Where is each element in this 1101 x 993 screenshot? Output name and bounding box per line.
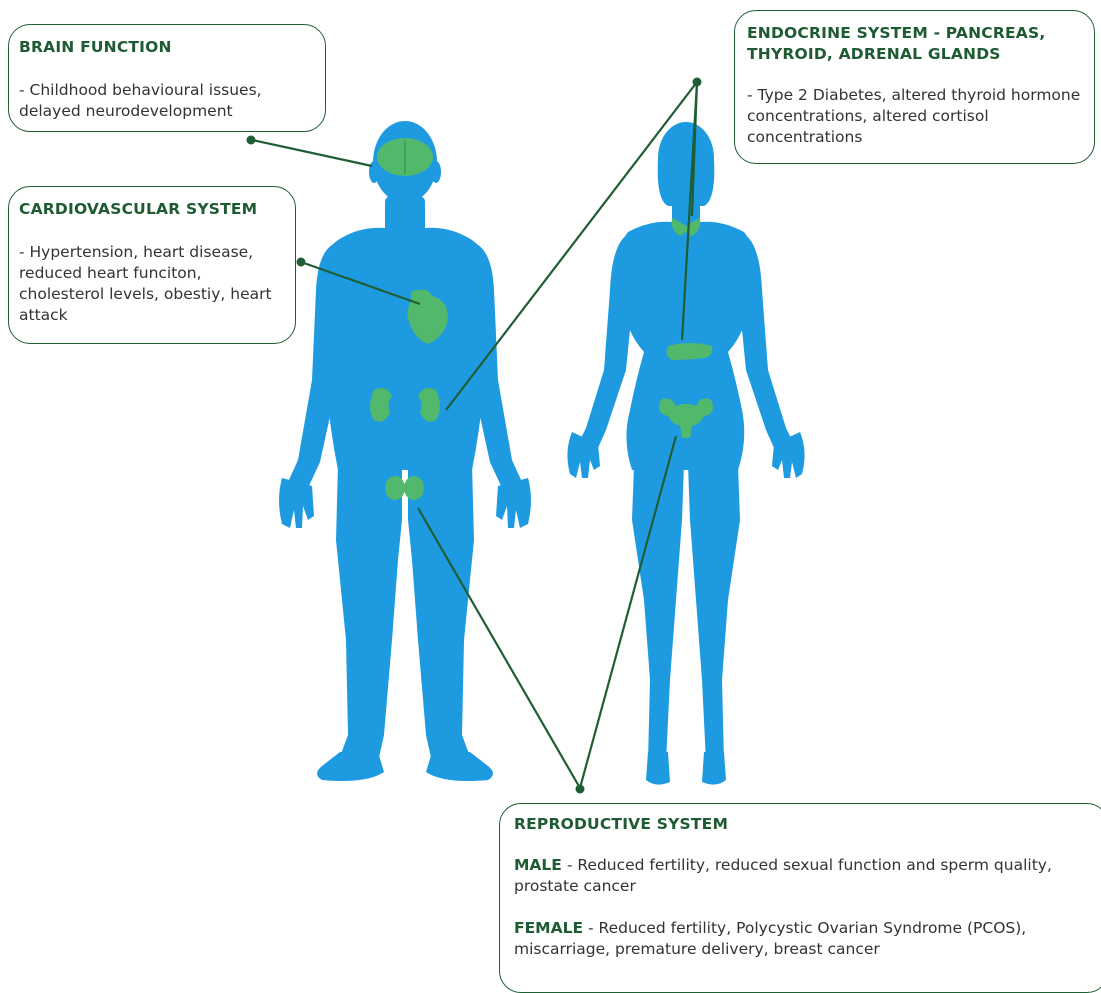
pancreas-icon	[667, 343, 713, 360]
endocrine-title: ENDOCRINE SYSTEM - PANCREAS, THYROID, AD…	[747, 23, 1084, 65]
brain-connector	[252, 140, 372, 166]
endocrine-callout: ENDOCRINE SYSTEM - PANCREAS, THYROID, AD…	[734, 10, 1095, 164]
male-body-silhouette	[279, 121, 531, 781]
cardiovascular-title: CARDIOVASCULAR SYSTEM	[19, 199, 285, 220]
reproductive-callout: REPRODUCTIVE SYSTEM MALE - Reduced ferti…	[499, 803, 1101, 993]
reproductive-female-text: FEMALE - Reduced fertility, Polycystic O…	[514, 918, 1094, 960]
female-detail: - Reduced fertility, Polycystic Ovarian …	[514, 919, 1026, 958]
brain-function-text: - Childhood behavioural issues, delayed …	[19, 80, 315, 122]
cardiovascular-text: - Hypertension, heart disease, reduced h…	[19, 242, 285, 326]
male-label: MALE	[514, 856, 562, 874]
brain-function-title: BRAIN FUNCTION	[19, 37, 315, 58]
prostate-icon	[385, 476, 405, 500]
male-detail: - Reduced fertility, reduced sexual func…	[514, 856, 1052, 895]
endocrine-text: - Type 2 Diabetes, altered thyroid hormo…	[747, 85, 1084, 148]
reproductive-male-text: MALE - Reduced fertility, reduced sexual…	[514, 855, 1094, 897]
prostate-icon	[404, 476, 424, 500]
female-label: FEMALE	[514, 919, 583, 937]
female-body-silhouette	[567, 122, 804, 785]
brain-function-callout: BRAIN FUNCTION - Childhood behavioural i…	[8, 24, 326, 132]
cardiovascular-callout: CARDIOVASCULAR SYSTEM - Hypertension, he…	[8, 186, 296, 344]
reproductive-title: REPRODUCTIVE SYSTEM	[514, 814, 1094, 835]
